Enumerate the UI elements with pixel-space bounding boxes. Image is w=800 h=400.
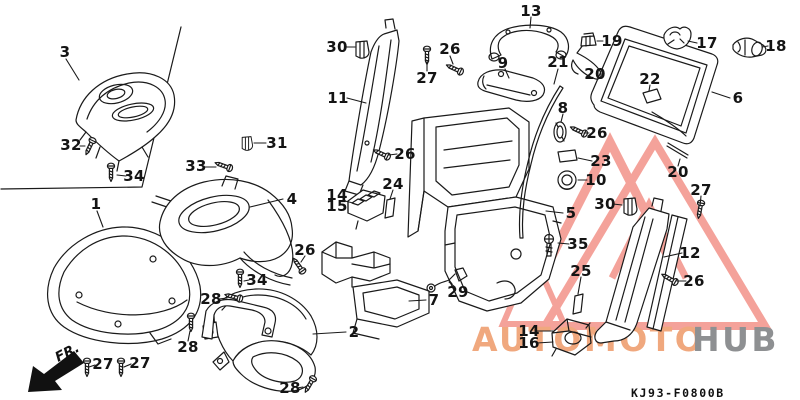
- part-label-28: 28: [200, 290, 222, 308]
- part-label-12: 12: [679, 244, 701, 262]
- part-label-19: 19: [601, 32, 623, 50]
- part-6-lid-frame: [590, 25, 719, 145]
- part-14-16-switch: [551, 318, 592, 357]
- part-label-31: 31: [266, 134, 288, 152]
- part-5-inner-box: [407, 107, 562, 312]
- part-14-15-switch: [347, 189, 386, 230]
- part-label-18: 18: [765, 37, 787, 55]
- part-9-bracket: [477, 69, 546, 102]
- part-17-clamp: [663, 26, 692, 50]
- part-13-grab-handle: [488, 24, 570, 62]
- fr-arrow-icon: [28, 351, 84, 392]
- part-label-27: 27: [416, 69, 438, 87]
- part-label-13: 13: [520, 2, 542, 20]
- part-label-34: 34: [246, 271, 268, 289]
- part-24-strip: [384, 197, 396, 219]
- part-30-clip-icon: [355, 40, 370, 59]
- part-19-cap: [580, 32, 597, 47]
- part-label-9: 9: [497, 54, 509, 72]
- part-8-grommet: [553, 121, 567, 143]
- part-label-3: 3: [59, 43, 71, 61]
- part-label-11: 11: [327, 89, 349, 107]
- screw-icon: [213, 158, 235, 173]
- part-label-15: 15: [326, 197, 348, 215]
- front-direction-marker: FR.: [28, 340, 84, 392]
- center-bracket: [201, 298, 277, 340]
- part-23-pad: [557, 149, 578, 163]
- part-4-ring-cover: [151, 175, 294, 286]
- part-label-26: 26: [394, 145, 416, 163]
- part-label-35: 35: [567, 235, 589, 253]
- part-label-26: 26: [586, 124, 608, 142]
- part-25-strip: [572, 293, 584, 315]
- part-label-28: 28: [279, 379, 301, 397]
- watermark-text-secondary: HUB: [692, 320, 779, 359]
- part-label-20: 20: [584, 65, 606, 83]
- line-art: [0, 16, 769, 395]
- part-label-10: 10: [585, 171, 607, 189]
- part-label-24: 24: [382, 175, 404, 193]
- part-31-clip-icon: [241, 136, 254, 151]
- part-label-23: 23: [590, 152, 612, 170]
- part-label-27: 27: [690, 181, 712, 199]
- part-label-26: 26: [683, 272, 705, 290]
- screw-icon: [106, 162, 116, 183]
- part-11-pillar-garnish: [344, 18, 400, 196]
- part-label-26: 26: [439, 40, 461, 58]
- part-3-cover: [75, 72, 176, 172]
- part-label-5: 5: [565, 204, 577, 222]
- part-label-8: 8: [557, 99, 569, 117]
- part-7-duct: [321, 241, 430, 340]
- part-label-22: 22: [639, 70, 661, 88]
- leader-lines: [65, 16, 769, 389]
- part-10-grommet: [557, 170, 577, 190]
- part-12-floor-board: [594, 197, 688, 344]
- screw-icon: [235, 268, 245, 289]
- part-label-21: 21: [547, 53, 569, 71]
- drawing-code: KJ93-F0800B: [631, 386, 725, 400]
- part-label-25: 25: [570, 262, 592, 280]
- screw-icon: [116, 357, 126, 378]
- screw-icon: [444, 61, 466, 77]
- part-label-16: 16: [518, 334, 540, 352]
- part-label-14: 14: [518, 322, 540, 340]
- part-label-14: 14: [326, 186, 348, 204]
- group-divider-line: [0, 26, 182, 190]
- part-label-27: 27: [129, 354, 151, 372]
- part-label-29: 29: [447, 283, 469, 301]
- part-label-28: 28: [177, 338, 199, 356]
- part-label-27: 27: [92, 355, 114, 373]
- part-label-6: 6: [732, 89, 744, 107]
- part-20-tube: [571, 44, 689, 159]
- part-21-molding: [518, 85, 564, 239]
- part-label-4: 4: [286, 190, 298, 208]
- part-label-32: 32: [60, 136, 82, 154]
- part-label-2: 2: [348, 323, 360, 341]
- part-label-20: 20: [667, 163, 689, 181]
- part-35-bolt: [543, 233, 555, 257]
- part-label-26: 26: [294, 241, 316, 259]
- part-22-pad: [642, 88, 662, 104]
- part-label-33: 33: [185, 157, 207, 175]
- part-label-34: 34: [123, 167, 145, 185]
- part-18-lock-cylinder: [732, 37, 767, 58]
- part-label-1: 1: [90, 195, 102, 213]
- part-label-30: 30: [326, 38, 348, 56]
- part-label-30: 30: [594, 195, 616, 213]
- part-label-17: 17: [696, 34, 718, 52]
- part-1-dome-cover: [47, 226, 202, 345]
- part-label-7: 7: [428, 291, 440, 309]
- part-29-latch-cable: [426, 267, 468, 293]
- part-30-clip-icon: [623, 197, 638, 216]
